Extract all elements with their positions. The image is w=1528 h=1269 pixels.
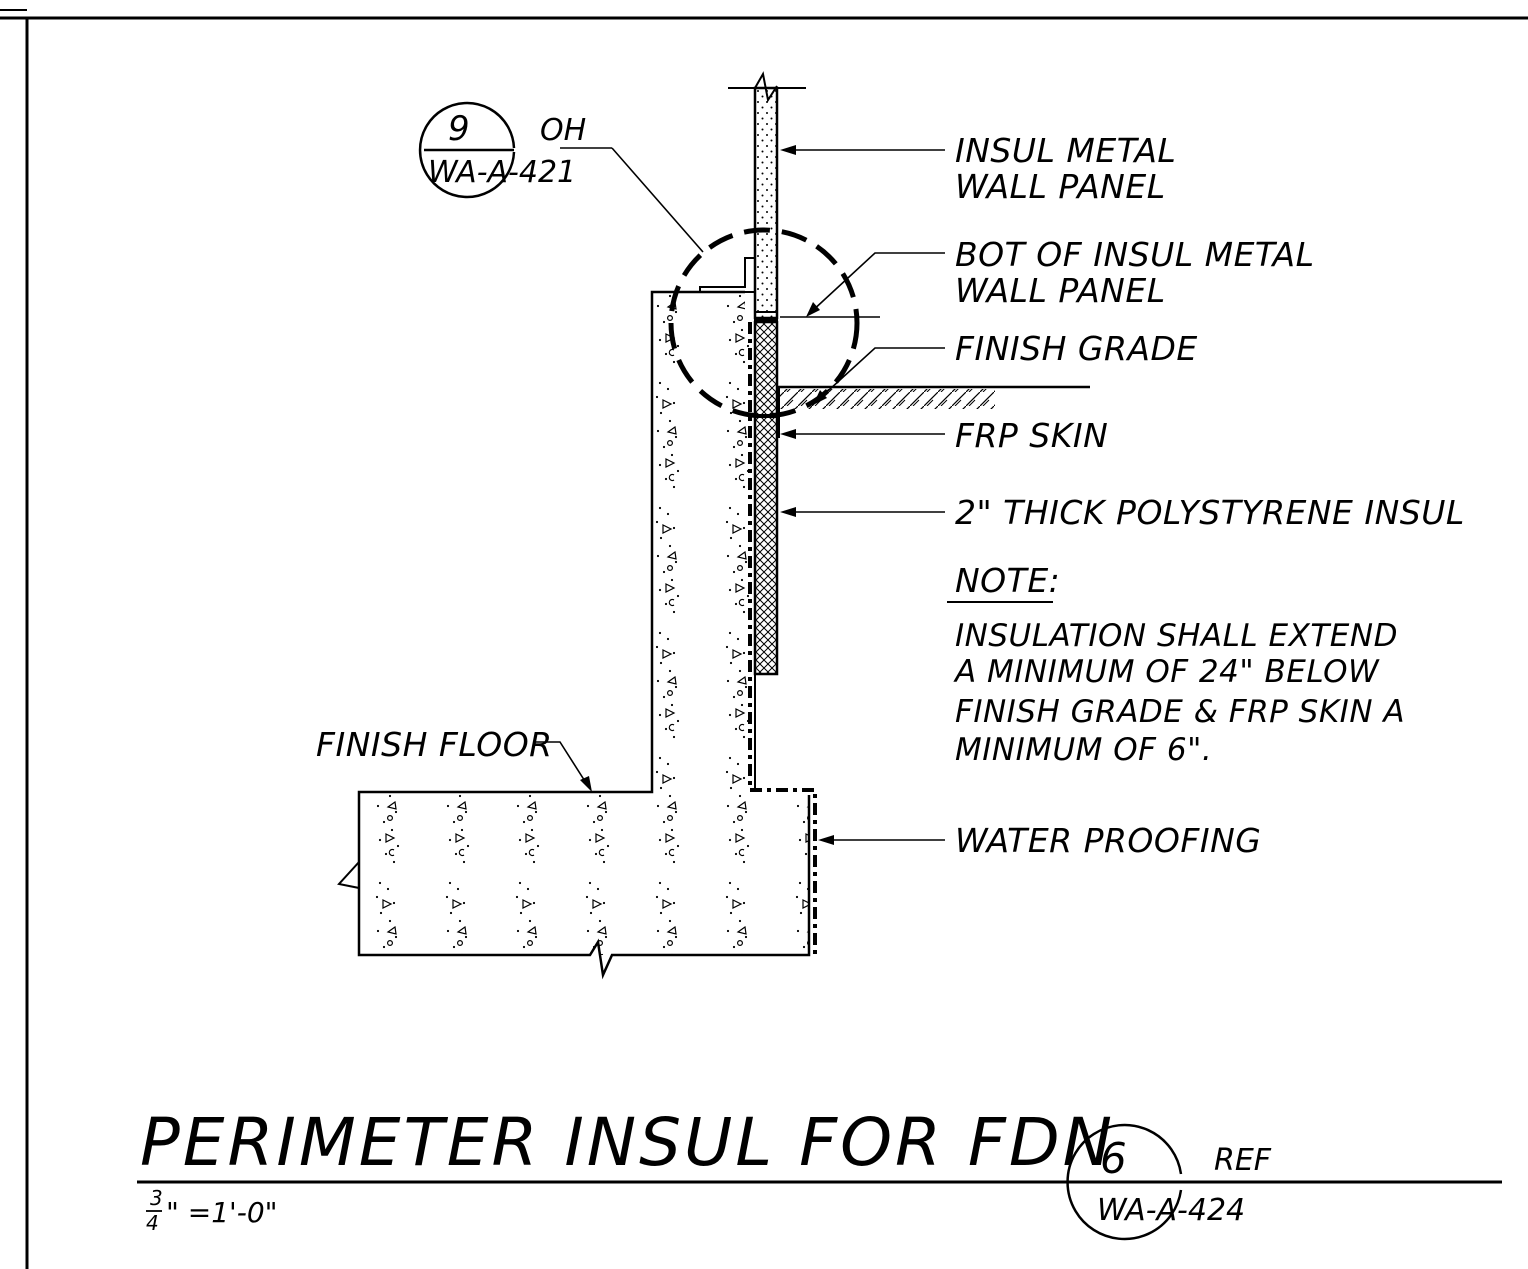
- foundation-concrete: [359, 292, 809, 955]
- label-wall-panel-2: WALL PANEL: [955, 167, 1166, 206]
- title-bubble-tag: REF: [1214, 1143, 1272, 1178]
- leader-frp-skin: [780, 429, 945, 439]
- leader-water-proofing: [818, 835, 945, 845]
- note-line-2: A MINIMUM OF 24" BELOW: [953, 654, 1380, 690]
- scale-text: " =1'-0": [166, 1196, 278, 1229]
- note-heading: NOTE:: [955, 561, 1060, 600]
- callout-bubble: 9 WA-A-421 OH: [418, 101, 586, 199]
- note-line-4: MINIMUM OF 6".: [955, 732, 1212, 768]
- leader-finish-floor: [535, 741, 592, 792]
- slab-break-line: [337, 845, 360, 905]
- title-bubble-number: 6: [1100, 1134, 1127, 1183]
- insul-metal-wall-panel: [699, 71, 806, 321]
- label-finish-grade: FINISH GRADE: [955, 329, 1198, 368]
- leader-wall-panel: [780, 145, 945, 155]
- leader-finish-grade: [813, 347, 945, 405]
- label-frp-skin: FRP SKIN: [955, 416, 1108, 455]
- callout-number: 9: [448, 109, 470, 149]
- detail-callout-circle: [668, 227, 860, 419]
- note-line-3: FINISH GRADE & FRP SKIN A: [955, 694, 1405, 730]
- earth-hatch: [780, 389, 995, 409]
- title-bubble-sheet: WA-A-424: [1097, 1193, 1245, 1228]
- label-bot-panel-2: WALL PANEL: [955, 271, 1166, 310]
- title-bubble: 6 WA-A-424 REF: [1066, 1123, 1272, 1241]
- foundation-outline: [357, 290, 811, 980]
- label-wall-panel-1: INSUL METAL: [955, 131, 1176, 170]
- label-water-proofing: WATER PROOFING: [955, 821, 1261, 860]
- scale-denominator: 4: [146, 1211, 159, 1235]
- polystyrene-insulation: [753, 320, 779, 676]
- note-line-1: INSULATION SHALL EXTEND: [955, 618, 1398, 654]
- callout-sheet: WA-A-421: [428, 155, 576, 190]
- leader-bot-panel: [780, 252, 945, 318]
- drawing-title: PERIMETER INSUL FOR FDN: [140, 1104, 1115, 1181]
- water-proofing-line: [748, 322, 817, 955]
- callout-tag: OH: [540, 113, 586, 148]
- label-bot-panel-1: BOT OF INSUL METAL: [955, 235, 1315, 274]
- leader-polystyrene: [780, 507, 945, 517]
- label-polystyrene: 2" THICK POLYSTYRENE INSUL: [955, 493, 1465, 532]
- scale-numerator: 3: [150, 1186, 163, 1210]
- label-finish-floor: FINISH FLOOR: [316, 725, 553, 764]
